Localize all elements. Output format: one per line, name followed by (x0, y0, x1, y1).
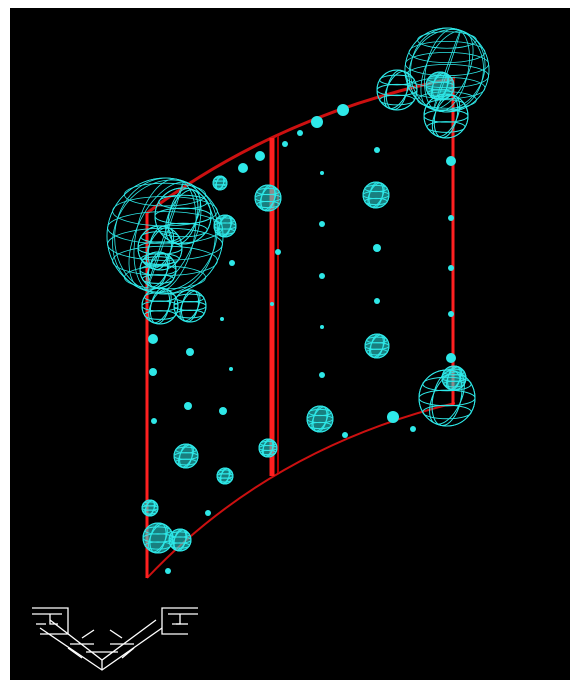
sphere-marker (184, 402, 192, 410)
sphere-marker (374, 147, 380, 153)
sphere-marker (275, 249, 281, 255)
sphere-marker (205, 510, 211, 516)
cad-viewport[interactable] (10, 8, 570, 680)
sphere-marker (319, 221, 325, 227)
sphere-marker (141, 287, 179, 325)
sphere-marker (173, 289, 207, 323)
sphere-marker (319, 273, 325, 279)
sphere-marker (410, 426, 416, 432)
sphere-marker (423, 93, 469, 139)
sphere-marker (229, 260, 235, 266)
sphere-marker (137, 225, 183, 271)
sphere-marker (311, 116, 323, 128)
sphere-marker (238, 163, 248, 173)
sphere-marker (297, 130, 303, 136)
sphere-marker (212, 175, 228, 191)
wireframe-scene (32, 27, 490, 671)
sphere-marker (186, 348, 194, 356)
sphere-marker (270, 302, 274, 306)
sphere-marker (342, 432, 348, 438)
sphere-marker (219, 407, 227, 415)
sphere-marker (319, 372, 325, 378)
sphere-markers (106, 27, 490, 574)
sphere-marker (165, 568, 171, 574)
sphere-marker (148, 334, 158, 344)
sphere-marker (387, 411, 399, 423)
sphere-marker (151, 418, 157, 424)
sphere-marker (220, 317, 224, 321)
sphere-marker (446, 156, 456, 166)
sphere-marker (254, 184, 282, 212)
sphere-marker (229, 367, 233, 371)
sphere-marker (255, 151, 265, 161)
sphere-marker (376, 69, 418, 111)
sphere-marker (448, 215, 454, 221)
sphere-marker (337, 104, 349, 116)
panel-frame (145, 76, 456, 579)
sphere-marker (320, 325, 324, 329)
sphere-marker (213, 214, 237, 238)
sphere-marker (282, 141, 288, 147)
panel-bottom-edge (146, 402, 456, 579)
sphere-marker (306, 405, 334, 433)
sphere-marker (373, 244, 381, 252)
sphere-marker (168, 528, 192, 552)
sphere-marker (320, 171, 324, 175)
sphere-marker (141, 499, 159, 517)
ucs-icon (32, 607, 198, 671)
sphere-marker (441, 365, 467, 391)
sphere-marker (149, 368, 157, 376)
sphere-marker (374, 298, 380, 304)
sphere-marker (216, 467, 234, 485)
sphere-marker (173, 443, 199, 469)
sphere-marker (364, 333, 390, 359)
sphere-marker (448, 265, 454, 271)
sphere-marker (448, 311, 454, 317)
sphere-marker (446, 353, 456, 363)
panel-top-edge (146, 76, 456, 215)
sphere-marker (404, 27, 490, 113)
sphere-marker (142, 522, 174, 554)
sphere-marker (362, 181, 390, 209)
sphere-marker (258, 438, 278, 458)
